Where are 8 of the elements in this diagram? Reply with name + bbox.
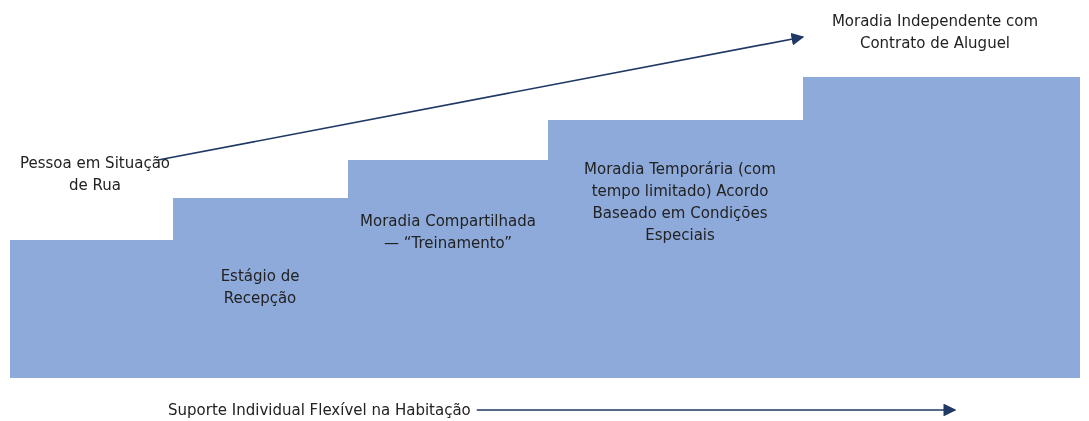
arrow: [475, 403, 957, 417]
node-label: Suporte Individual Flexível na Habitação: [168, 399, 471, 421]
node-label: Moradia Compartilhada — “Treinamento”: [358, 210, 538, 254]
node-label: Moradia Independente com Contrato de Aluguel: [815, 10, 1055, 54]
node-label: Pessoa em Situação de Rua: [20, 152, 170, 196]
node-label: Estágio de Recepção: [185, 265, 335, 309]
node-label: Moradia Temporária (com tempo limitado) Acordo Baseado em Condições Especiais: [575, 158, 785, 246]
arrow: [157, 32, 805, 161]
